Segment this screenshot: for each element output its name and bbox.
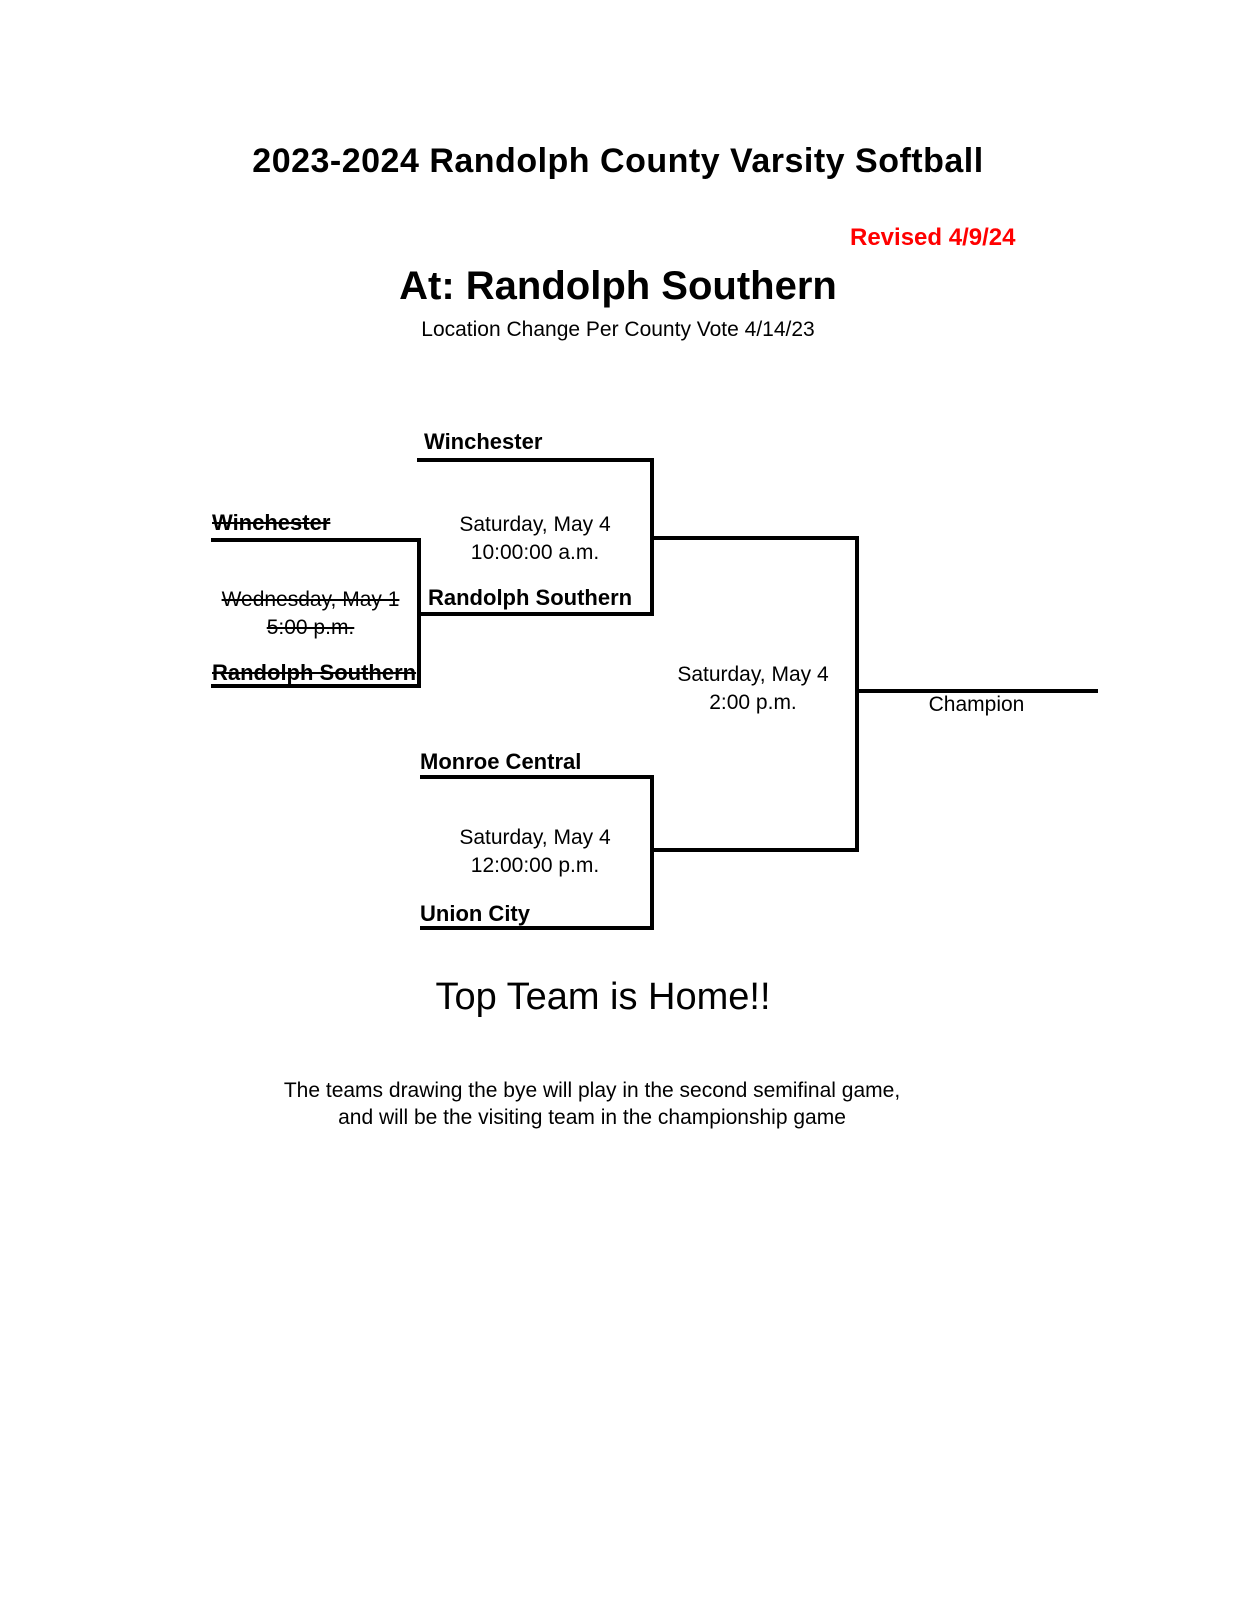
semifinal1-winner-line xyxy=(650,536,859,540)
semifinal1-team-top-label: Winchester xyxy=(424,429,543,454)
semifinal1-game-info: Saturday, May 4 10:00:00 a.m. xyxy=(425,511,645,567)
final-vline xyxy=(855,536,859,852)
venue-title: At: Randolph Southern xyxy=(399,264,837,308)
semifinal2-right-vline xyxy=(650,775,654,930)
semifinal1-date: Saturday, May 4 xyxy=(459,513,611,536)
semifinal1-top-line xyxy=(417,458,654,462)
playin-team-top-label: Winchester xyxy=(212,510,331,535)
final-game-info: Saturday, May 4 2:00 p.m. xyxy=(645,661,861,717)
semifinal2-bottom-line xyxy=(420,926,654,930)
semifinal2-game-info: Saturday, May 4 12:00:00 p.m. xyxy=(425,824,645,880)
venue-subtitle: Location Change Per County Vote 4/14/23 xyxy=(421,318,815,341)
footer-note-line1: The teams drawing the bye will play in t… xyxy=(283,1079,901,1102)
semifinal2-date: Saturday, May 4 xyxy=(459,826,611,849)
playin-time: 5:00 p.m. xyxy=(266,616,355,639)
semifinal1-time: 10:00:00 a.m. xyxy=(470,541,600,564)
footer-heading: Top Team is Home!! xyxy=(435,976,771,1018)
playin-date: Wednesday, May 1 xyxy=(221,588,400,611)
semifinal2-team-top-label: Monroe Central xyxy=(420,749,582,774)
footer-note-line2: and will be the visiting team in the cha… xyxy=(338,1106,846,1129)
champion-line xyxy=(855,689,1098,693)
final-date: Saturday, May 4 xyxy=(677,663,829,686)
final-time: 2:00 p.m. xyxy=(709,691,797,714)
playin-top-line xyxy=(211,538,421,542)
champion-label: Champion xyxy=(928,693,1025,716)
playin-bottom-line xyxy=(211,684,421,688)
page-title: 2023-2024 Randolph County Varsity Softba… xyxy=(252,142,984,180)
semifinal2-top-line xyxy=(420,775,654,779)
footer-note: The teams drawing the bye will play in t… xyxy=(0,1077,1184,1131)
semifinal1-bottom-line xyxy=(417,612,654,616)
semifinal1-team-bottom-label: Randolph Southern xyxy=(428,585,633,610)
semifinal2-time: 12:00:00 p.m. xyxy=(470,854,600,877)
semifinal2-team-bottom-label: Union City xyxy=(420,901,530,926)
revised-note: Revised 4/9/24 xyxy=(850,224,1016,251)
semifinal2-winner-line xyxy=(650,848,859,852)
playin-game-info: Wednesday, May 1 5:00 p.m. xyxy=(203,586,418,642)
playin-team-bottom-label: Randolph Southern xyxy=(212,660,417,685)
